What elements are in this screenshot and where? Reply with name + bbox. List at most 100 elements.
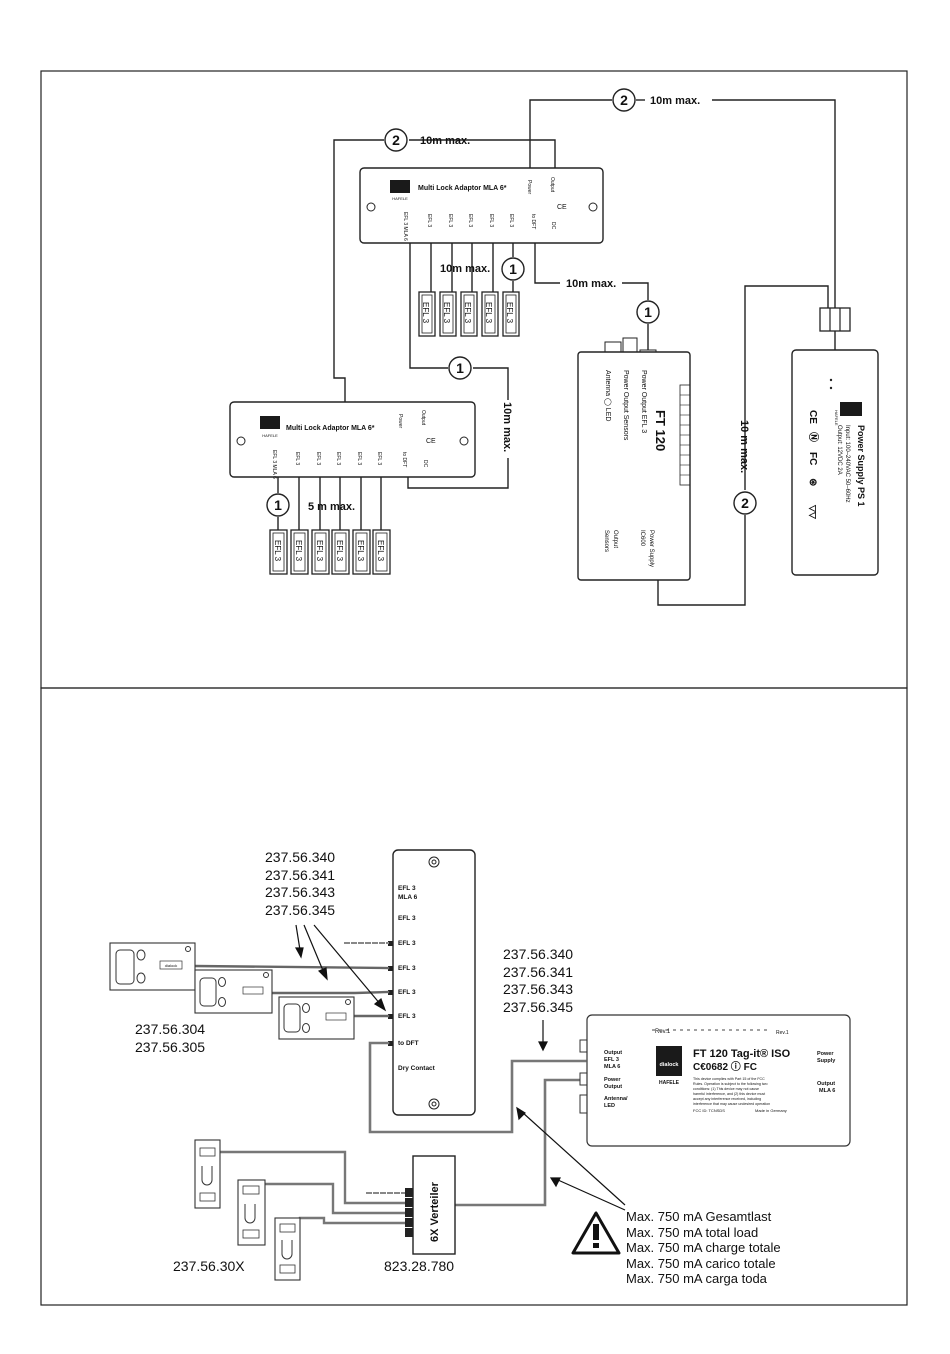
svg-text:Output: Output <box>420 410 426 426</box>
svg-text:Sensors: Sensors <box>603 530 609 552</box>
svg-text:237.56.304: 237.56.304 <box>135 1021 205 1037</box>
svg-text:⊛: ⊛ <box>807 478 818 486</box>
distance-label: 10m max. <box>650 95 700 107</box>
svg-text:EFL 3: EFL 3 <box>376 452 382 465</box>
svg-text:EFL 3: EFL 3 <box>335 452 341 465</box>
svg-text:Power: Power <box>604 1077 621 1083</box>
svg-text:Output: Output <box>604 1050 622 1056</box>
reader-ft120-tagit: Rev.1 Rev.1 Output EFL 3 MLA 6 Power Out… <box>579 1014 851 1147</box>
svg-text:Input: 100–240VAC 50–60Hz: Input: 100–240VAC 50–60Hz <box>844 425 850 503</box>
svg-text:Power Output Sensors: Power Output Sensors <box>622 370 629 441</box>
svg-text:dialock: dialock <box>165 963 177 968</box>
top-panel-frame <box>40 70 908 689</box>
svg-text:237.56.341: 237.56.341 <box>503 964 573 980</box>
marker-1-lower: 1 <box>266 493 290 517</box>
efl3-lock: EFL 3 <box>502 291 520 337</box>
svg-text:Ⓝ: Ⓝ <box>807 432 820 442</box>
distance-label: 10m max. <box>420 135 470 147</box>
svg-text:Multi Lock Adaptor MLA 6*: Multi Lock Adaptor MLA 6* <box>418 185 507 192</box>
svg-text:237.56.340: 237.56.340 <box>265 849 335 865</box>
svg-text:EFL 3: EFL 3 <box>398 915 416 922</box>
lock-unit-1: dialock <box>109 942 196 991</box>
svg-text:This device complies with Part: This device complies with Part 15 of the… <box>693 1077 765 1081</box>
power-supply-ps1: HAFELE Power Supply PS 1 Input: 100–240V… <box>791 349 879 576</box>
svg-text:HAFELE: HAFELE <box>392 196 408 201</box>
svg-text:harmful interference, and (2): harmful interference, and (2) this devic… <box>693 1092 765 1096</box>
reader-ft120-top: FT 120 Power Output EFL 3 Power Output S… <box>577 337 691 581</box>
svg-text:Power Supply: Power Supply <box>648 530 654 567</box>
svg-text:CE: CE <box>426 438 436 445</box>
svg-text:EFL 3: EFL 3 <box>398 965 416 972</box>
lock-part-numbers: 237.56.304 237.56.305 <box>135 1021 205 1055</box>
svg-text:DC: DC <box>550 222 556 230</box>
svg-text:EFL 3: EFL 3 <box>604 1057 619 1063</box>
distributor-6x: 6X Verteiler <box>405 1155 456 1255</box>
svg-text:EFL 3: EFL 3 <box>488 214 494 227</box>
svg-text:Max. 750 mA carga toda: Max. 750 mA carga toda <box>626 1271 768 1286</box>
svg-text:2: 2 <box>620 92 628 108</box>
svg-text:2: 2 <box>741 495 749 511</box>
svg-text:Dry Contact: Dry Contact <box>398 1065 436 1072</box>
svg-text:MLA 6: MLA 6 <box>604 1064 620 1070</box>
svg-text:HAFELE: HAFELE <box>659 1080 680 1086</box>
efl3-lock: EFL 3 <box>331 529 350 575</box>
svg-text:237.56.343: 237.56.343 <box>503 981 573 997</box>
efl3-lock: EFL 3 <box>311 529 330 575</box>
svg-text:Max. 750 mA carico totale: Max. 750 mA carico totale <box>626 1256 776 1271</box>
svg-text:DC: DC <box>422 460 428 468</box>
svg-text:interference that may cause un: interference that may cause undesired op… <box>693 1102 770 1106</box>
svg-text:Power Output EFL 3: Power Output EFL 3 <box>640 370 647 433</box>
distance-label: 5 m max. <box>308 501 355 513</box>
svg-text:237.56.340: 237.56.340 <box>503 946 573 962</box>
marker-1-upper: 1 <box>501 257 525 281</box>
svg-text:Max. 750 mA charge totale: Max. 750 mA charge totale <box>626 1240 781 1255</box>
sensor-unit-3 <box>274 1217 301 1281</box>
svg-text:LED: LED <box>604 1103 615 1109</box>
svg-text:237.56.345: 237.56.345 <box>265 902 335 918</box>
svg-text:1: 1 <box>644 304 652 320</box>
marker-2-right: 2 <box>733 491 757 515</box>
svg-text:EFL 3 MLA 6: EFL 3 MLA 6 <box>402 212 408 241</box>
svg-text:1: 1 <box>274 497 282 513</box>
svg-text:EFL 3: EFL 3 <box>398 989 416 996</box>
svg-text:1: 1 <box>456 360 464 376</box>
svg-text:CE: CE <box>557 204 567 211</box>
efl3-lock: EFL 3 <box>418 291 436 337</box>
bottom-panel-frame <box>40 687 908 1306</box>
svg-text:MLA 6: MLA 6 <box>819 1088 835 1094</box>
efl3-lock: EFL 3 <box>269 529 288 575</box>
efl3-lock: EFL 3 <box>352 529 371 575</box>
svg-text:accept any interference receiv: accept any interference received, includ… <box>693 1097 761 1101</box>
svg-text:EFL 3 MLA 6: EFL 3 MLA 6 <box>271 450 277 479</box>
svg-text:EFL 3: EFL 3 <box>398 940 416 947</box>
svg-text:EFL 3: EFL 3 <box>294 540 303 562</box>
svg-text:Output: Output <box>549 177 555 193</box>
warning-icon <box>571 1211 621 1255</box>
distributor-part-number: 823.28.780 <box>384 1258 454 1274</box>
efl3-lock: EFL 3 <box>439 291 457 337</box>
svg-text:FC: FC <box>807 452 818 465</box>
svg-text:Max. 750 mA total load: Max. 750 mA total load <box>626 1225 758 1240</box>
marker-2-upper-left: 2 <box>384 128 408 152</box>
svg-text:EFL 3: EFL 3 <box>356 540 365 562</box>
svg-text:Output: 12VDC 2A: Output: 12VDC 2A <box>836 425 842 475</box>
svg-text:Rev.1: Rev.1 <box>776 1030 789 1036</box>
mla6-panel: EFL 3 MLA 6 EFL 3 EFL 3 EFL 3 EFL 3 EFL … <box>388 849 476 1116</box>
svg-text:Power: Power <box>817 1051 834 1057</box>
adapter-lower: HAFELE Multi Lock Adaptor MLA 6* CE Powe… <box>229 401 476 479</box>
lock-unit-2 <box>194 969 273 1014</box>
svg-text:237.56.305: 237.56.305 <box>135 1039 205 1055</box>
svg-text:to DFT: to DFT <box>398 1040 419 1047</box>
svg-text:EFL 3: EFL 3 <box>315 452 321 465</box>
svg-text:Multi Lock Adaptor MLA 6*: Multi Lock Adaptor MLA 6* <box>286 425 375 432</box>
svg-text:EFL 3: EFL 3 <box>447 214 453 227</box>
marker-2-top: 2 <box>612 88 636 112</box>
svg-text:237.56.343: 237.56.343 <box>265 884 335 900</box>
svg-text:1: 1 <box>509 261 517 277</box>
svg-text:Power Supply PS 1: Power Supply PS 1 <box>856 425 866 507</box>
svg-text:EFL 3: EFL 3 <box>398 1013 416 1020</box>
svg-text:IC600: IC600 <box>639 530 645 547</box>
svg-text:to DFT: to DFT <box>530 214 536 229</box>
svg-text:Output: Output <box>612 530 618 548</box>
